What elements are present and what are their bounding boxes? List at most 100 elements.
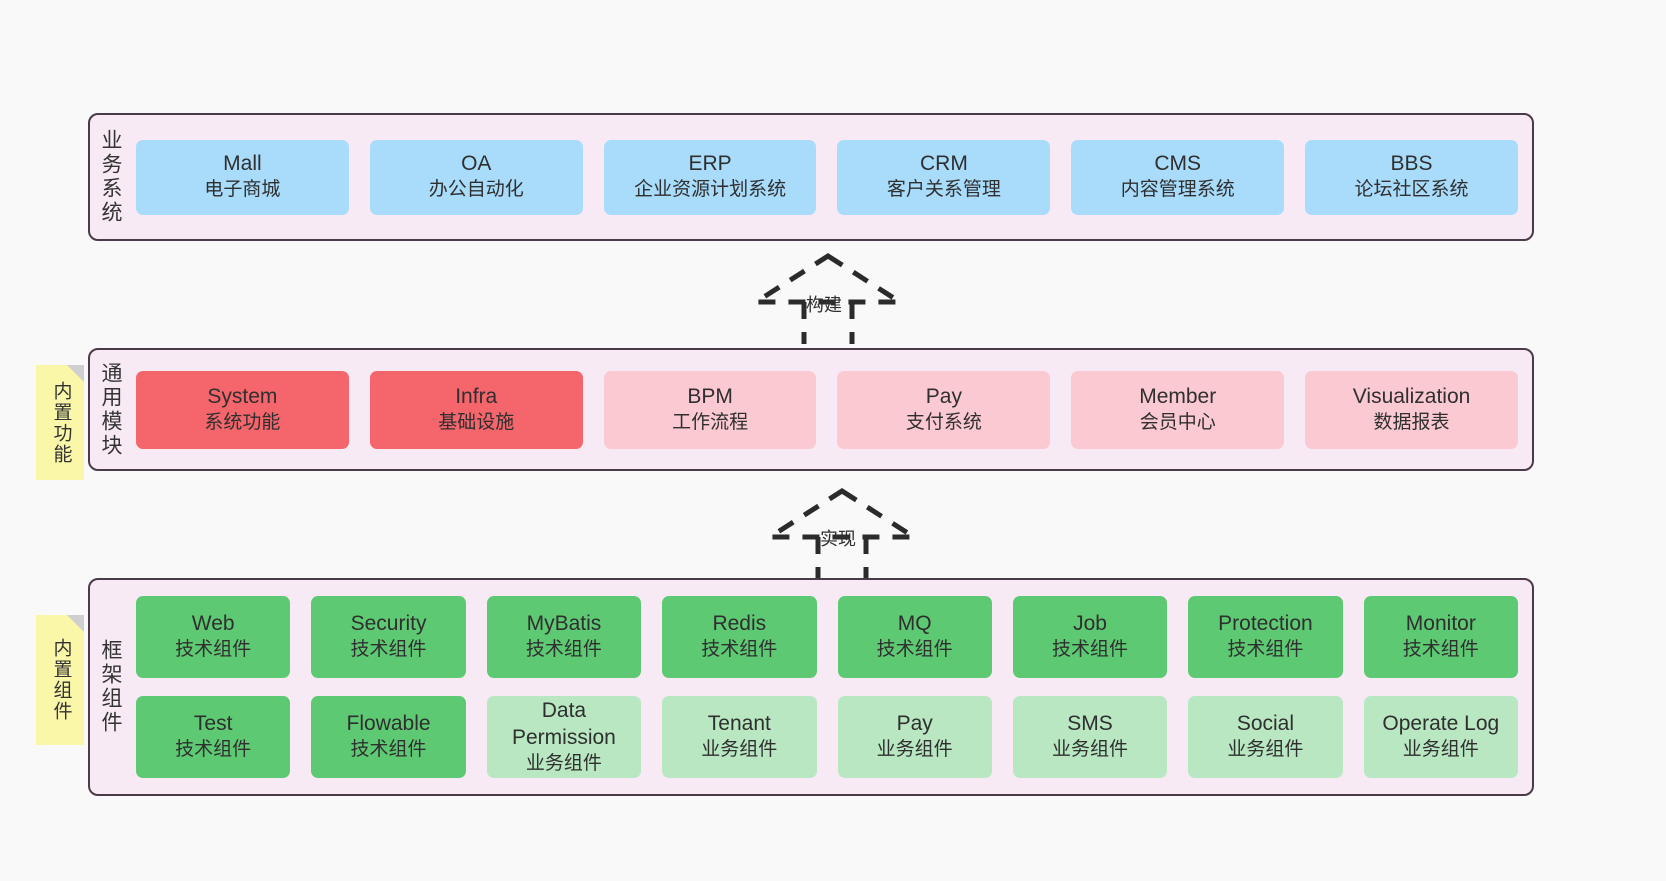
node-desc: 会员中心 — [1139, 411, 1216, 433]
node-oa[interactable]: OA 办公自动化 — [369, 139, 583, 215]
node-name: Pay — [896, 712, 933, 736]
node-security[interactable]: Security 技术组件 — [311, 596, 466, 678]
node-crm[interactable]: CRM 客户关系管理 — [837, 139, 1051, 215]
sticky-note-label: 内置组件 — [50, 638, 72, 722]
node-desc: 支付系统 — [905, 411, 982, 433]
node-system[interactable]: System 系统功能 — [136, 370, 349, 449]
node-desc: 数据报表 — [1373, 411, 1450, 433]
node-tenant[interactable]: Tenant 业务组件 — [662, 696, 817, 778]
node-pay-business[interactable]: Pay 业务组件 — [837, 696, 992, 778]
node-desc: 业务组件 — [1052, 739, 1129, 761]
node-redis[interactable]: Redis 技术组件 — [662, 596, 817, 678]
layer-framework-components: 框架组件 Web 技术组件 Security 技术组件 MyBatis 技术组件… — [88, 578, 1534, 796]
node-social[interactable]: Social 业务组件 — [1188, 696, 1343, 778]
layer-body-common: System 系统功能 Infra 基础设施 BPM 工作流程 Pay 支付系统… — [130, 350, 1532, 469]
layer-body-framework: Web 技术组件 Security 技术组件 MyBatis 技术组件 Redi… — [130, 580, 1532, 794]
node-desc: 基础设施 — [438, 411, 515, 433]
node-row: Mall 电子商城 OA 办公自动化 ERP 企业资源计划系统 CRM 客户关系… — [136, 139, 1518, 215]
node-desc: 工作流程 — [672, 411, 749, 433]
node-name: Infra — [455, 384, 498, 408]
node-mq[interactable]: MQ 技术组件 — [837, 596, 992, 678]
node-name: CMS — [1154, 152, 1202, 176]
node-row: Web 技术组件 Security 技术组件 MyBatis 技术组件 Redi… — [136, 596, 1518, 678]
node-desc: 技术组件 — [175, 639, 252, 661]
node-name: Job — [1073, 612, 1107, 636]
node-sms[interactable]: SMS 业务组件 — [1012, 696, 1168, 778]
node-job[interactable]: Job 技术组件 — [1012, 596, 1168, 678]
node-name: CRM — [919, 152, 968, 176]
sticky-note-builtin-features: 内置功能 — [36, 365, 84, 480]
node-name: MQ — [897, 612, 932, 636]
node-mybatis[interactable]: MyBatis 技术组件 — [486, 596, 642, 678]
node-name: Web — [191, 612, 235, 636]
layer-title-business: 业务系统 — [99, 129, 123, 225]
layer-title-framework: 框架组件 — [99, 639, 123, 735]
node-name: BBS — [1390, 152, 1433, 176]
node-name: Monitor — [1405, 612, 1476, 636]
node-web[interactable]: Web 技术组件 — [136, 596, 291, 678]
sticky-note-builtin-components: 内置组件 — [36, 615, 84, 745]
node-desc: 企业资源计划系统 — [634, 179, 787, 201]
node-name: Visualization — [1352, 384, 1471, 408]
node-mall[interactable]: Mall 电子商城 — [136, 139, 349, 215]
node-bpm[interactable]: BPM 工作流程 — [603, 370, 817, 449]
node-desc: 技术组件 — [525, 639, 602, 661]
node-desc: 技术组件 — [1402, 639, 1479, 661]
node-monitor[interactable]: Monitor 技术组件 — [1363, 596, 1518, 678]
node-erp[interactable]: ERP 企业资源计划系统 — [603, 139, 817, 215]
layer-title-common: 通用模块 — [99, 361, 123, 458]
node-desc: 业务组件 — [525, 752, 602, 774]
node-name: Security — [350, 612, 427, 636]
node-operate-log[interactable]: Operate Log 业务组件 — [1363, 696, 1518, 778]
node-desc: 技术组件 — [1227, 639, 1304, 661]
node-name: OA — [461, 152, 492, 176]
node-name: Flowable — [346, 712, 431, 736]
node-row: System 系统功能 Infra 基础设施 BPM 工作流程 Pay 支付系统… — [136, 370, 1518, 449]
sticky-note-label: 内置功能 — [50, 380, 72, 465]
layer-common-modules: 通用模块 System 系统功能 Infra 基础设施 BPM 工作流程 Pay… — [88, 348, 1534, 471]
node-name: Protection — [1218, 612, 1313, 636]
node-desc: 技术组件 — [175, 739, 252, 761]
layer-body-business: Mall 电子商城 OA 办公自动化 ERP 企业资源计划系统 CRM 客户关系… — [130, 115, 1532, 239]
node-name: BPM — [687, 384, 733, 408]
node-test[interactable]: Test 技术组件 — [136, 696, 291, 778]
node-desc: 业务组件 — [1402, 739, 1479, 761]
node-desc: 业务组件 — [701, 739, 778, 761]
node-name: Member — [1139, 384, 1217, 408]
node-name: Redis — [712, 612, 767, 636]
node-name: Operate Log — [1382, 712, 1500, 736]
node-name: SMS — [1067, 712, 1113, 736]
node-desc: 技术组件 — [876, 639, 953, 661]
node-name: Social — [1236, 712, 1295, 736]
node-pay[interactable]: Pay 支付系统 — [837, 370, 1051, 449]
node-row: Test 技术组件 Flowable 技术组件 Data Permission … — [136, 696, 1518, 778]
relation-label-implement: 实现 — [820, 529, 856, 549]
node-name: Test — [193, 712, 233, 736]
node-name: Tenant — [707, 712, 771, 736]
node-desc: 技术组件 — [701, 639, 778, 661]
node-cms[interactable]: CMS 内容管理系统 — [1071, 139, 1285, 215]
node-name: System — [207, 384, 278, 408]
node-infra[interactable]: Infra 基础设施 — [369, 370, 583, 449]
node-desc: 办公自动化 — [428, 179, 524, 201]
node-member[interactable]: Member 会员中心 — [1071, 370, 1285, 449]
node-desc: 论坛社区系统 — [1354, 179, 1469, 201]
node-flowable[interactable]: Flowable 技术组件 — [311, 696, 466, 778]
layer-business-systems: 业务系统 Mall 电子商城 OA 办公自动化 ERP 企业资源计划系统 CRM… — [88, 113, 1534, 241]
node-protection[interactable]: Protection 技术组件 — [1188, 596, 1343, 678]
node-desc: 电子商城 — [204, 179, 281, 201]
node-desc: 业务组件 — [1227, 739, 1304, 761]
node-desc: 技术组件 — [350, 739, 427, 761]
node-desc: 客户关系管理 — [886, 179, 1001, 201]
node-desc: 业务组件 — [876, 739, 953, 761]
node-data-permission[interactable]: Data Permission 业务组件 — [486, 696, 642, 778]
node-name: ERP — [688, 152, 732, 176]
node-desc: 技术组件 — [1052, 639, 1129, 661]
node-name: MyBatis — [526, 612, 602, 636]
node-name: Pay — [925, 384, 962, 408]
node-visualization[interactable]: Visualization 数据报表 — [1305, 370, 1518, 449]
node-desc: 内容管理系统 — [1120, 179, 1235, 201]
node-bbs[interactable]: BBS 论坛社区系统 — [1305, 139, 1518, 215]
node-desc: 技术组件 — [350, 639, 427, 661]
